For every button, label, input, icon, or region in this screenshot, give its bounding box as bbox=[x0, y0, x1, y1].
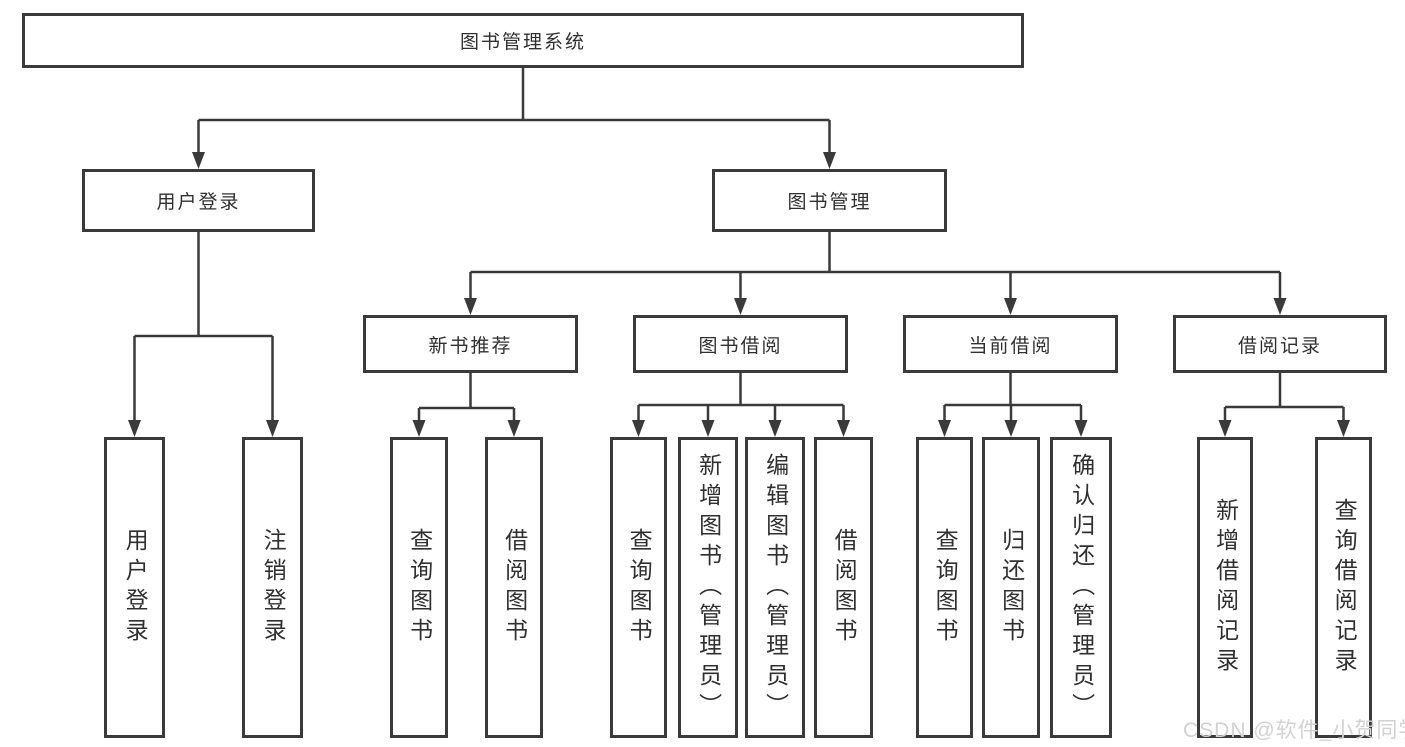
leaf-borrow-book-recommend: 借阅图书 bbox=[485, 437, 543, 738]
leaf-query-borrow-record: 查询借阅记录 bbox=[1315, 437, 1372, 738]
node-label: 注销登录 bbox=[260, 527, 287, 648]
node-new-book-recommend: 新书推荐 bbox=[363, 315, 578, 373]
node-label: 用户登录 bbox=[156, 192, 241, 213]
node-label: 查询借阅记录 bbox=[1331, 497, 1358, 678]
node-label: 确认归还（管理员） bbox=[1068, 452, 1095, 723]
node-label: 当前借阅 bbox=[968, 335, 1053, 357]
node-label: 图书管理系统 bbox=[459, 32, 586, 53]
node-label: 图书管理 bbox=[787, 192, 872, 213]
leaf-borrow-book: 借阅图书 bbox=[814, 437, 873, 738]
node-current-borrow: 当前借阅 bbox=[903, 315, 1118, 373]
node-library-management-system: 图书管理系统 bbox=[22, 13, 1024, 68]
node-label: 查询图书 bbox=[626, 527, 653, 648]
leaf-confirm-return-admin: 确认归还（管理员） bbox=[1050, 437, 1112, 738]
node-label: 新增图书（管理员） bbox=[695, 452, 722, 723]
node-label: 新增借阅记录 bbox=[1212, 497, 1239, 678]
node-label: 查询图书 bbox=[932, 527, 959, 648]
node-label: 查询图书 bbox=[406, 527, 433, 648]
node-label: 归还图书 bbox=[998, 527, 1025, 648]
node-label: 借阅记录 bbox=[1237, 335, 1322, 357]
leaf-edit-book-admin: 编辑图书（管理员） bbox=[745, 437, 805, 738]
leaf-query-book-borrow: 查询图书 bbox=[610, 437, 667, 738]
node-borrow-records: 借阅记录 bbox=[1173, 315, 1387, 373]
leaf-logout: 注销登录 bbox=[242, 437, 303, 738]
leaf-add-borrow-record: 新增借阅记录 bbox=[1197, 437, 1253, 738]
leaf-query-book-recommend: 查询图书 bbox=[390, 437, 448, 738]
node-label: 编辑图书（管理员） bbox=[762, 452, 789, 723]
node-user-login: 用户登录 bbox=[82, 169, 315, 232]
node-label: 图书借阅 bbox=[698, 335, 783, 357]
node-label: 借阅图书 bbox=[501, 527, 528, 648]
node-label: 借阅图书 bbox=[831, 527, 858, 648]
leaf-return-book: 归还图书 bbox=[982, 437, 1040, 738]
leaf-query-book-current: 查询图书 bbox=[916, 437, 973, 738]
csdn-watermark: CSDN @软件_小贺同学 bbox=[1183, 719, 1405, 742]
leaf-user-login: 用户登录 bbox=[104, 437, 165, 738]
node-book-borrow: 图书借阅 bbox=[633, 315, 848, 373]
node-book-management: 图书管理 bbox=[712, 169, 947, 232]
node-label: 用户登录 bbox=[122, 527, 149, 648]
leaf-add-book-admin: 新增图书（管理员） bbox=[678, 437, 738, 738]
node-label: 新书推荐 bbox=[428, 335, 513, 357]
